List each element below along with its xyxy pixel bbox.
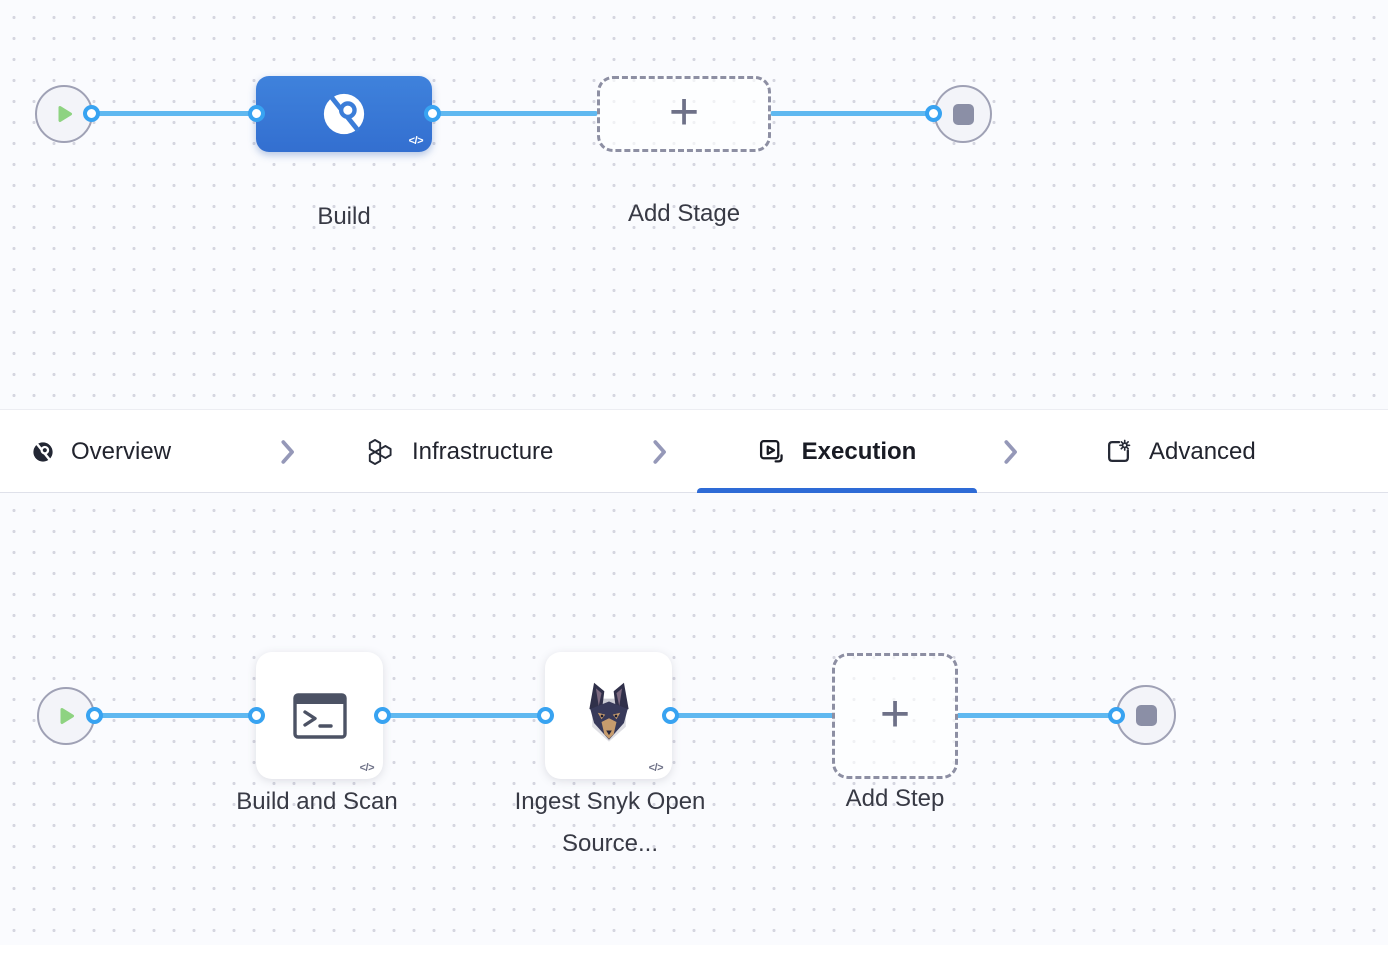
plus-icon: + [879,685,911,743]
chevron-right-icon [653,440,666,464]
add-step-button[interactable]: + [832,653,958,779]
connector-port [83,105,100,122]
connector-line [770,111,935,116]
step-label: Ingest Snyk Open Source... [514,788,706,857]
yaml-code-badge: </> [648,762,664,774]
connector-line [382,713,549,718]
stop-icon [1135,704,1157,726]
connector-line [95,713,260,718]
execution-start-node[interactable] [37,687,95,745]
stage-graph-canvas[interactable]: </> + Build Add Stage [0,0,1388,409]
connector-line [670,713,835,718]
step-label: Build and Scan [236,788,398,815]
tab-overview[interactable]: Overview [32,410,171,493]
connector-port [662,707,679,724]
tab-infrastructure[interactable]: Infrastructure [365,410,553,493]
execution-end-node[interactable] [1116,685,1176,745]
tab-advanced[interactable]: Advanced [1105,410,1256,493]
tab-label: Execution [801,437,917,465]
tab-execution[interactable]: Execution [697,410,977,493]
connector-port [374,707,391,724]
ci-build-icon [323,93,365,135]
tab-label: Infrastructure [412,437,554,465]
tab-label: Advanced [1149,437,1256,465]
connector-port [537,707,554,724]
connector-port [925,105,942,122]
connector-port [424,105,441,122]
chevron-right-icon [281,440,294,464]
stop-icon [952,103,974,125]
canvas-bottom-edge [0,945,1388,954]
snyk-doberman-icon [588,682,629,742]
add-stage-button[interactable]: + [597,76,771,152]
execution-graph-canvas[interactable]: </> </> + Build and Scan Ingest Snyk O [0,493,1388,945]
terminal-icon [292,692,347,739]
advanced-gear-icon [1108,439,1131,462]
active-tab-underline [697,488,977,493]
connector-port [86,707,103,724]
connector-port [1108,707,1125,724]
stage-config-tab-bar: Overview Infrastructure Execution [0,409,1388,493]
connector-line [956,713,1119,718]
connector-port [248,105,265,122]
connector-line [433,111,598,116]
stage-card-build[interactable]: </> [256,76,432,152]
tab-label: Overview [71,437,172,465]
play-icon [58,106,72,122]
yaml-code-badge: </> [359,762,375,774]
connector-line [92,111,257,116]
infrastructure-hexagons-icon [368,438,392,465]
chevron-right-icon [1004,440,1017,464]
pipeline-end-node[interactable] [934,85,992,143]
stage-label: Build [317,203,371,230]
step-card-build-and-scan[interactable]: </> [256,652,383,779]
ci-overview-icon [33,441,53,462]
play-icon [60,708,74,724]
connector-port [248,707,265,724]
add-stage-label: Add Stage [627,200,741,227]
step-card-ingest-snyk[interactable]: </> [545,652,672,779]
yaml-code-badge: </> [408,135,424,147]
plus-icon: + [668,83,700,141]
add-step-label: Add Step [845,785,945,812]
execution-play-icon [759,439,783,463]
